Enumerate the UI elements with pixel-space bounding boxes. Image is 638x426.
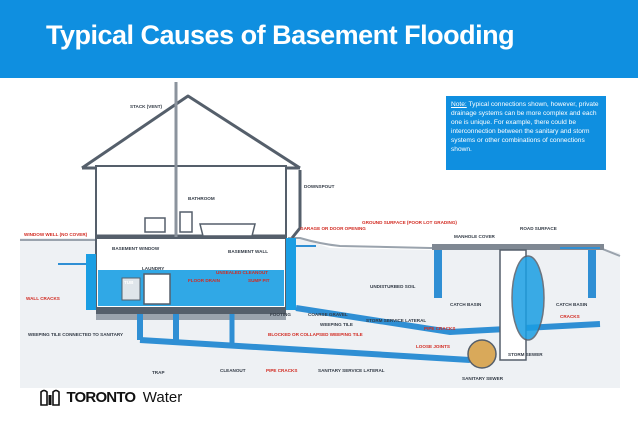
logo-brand: TORONTO — [66, 388, 136, 406]
road-surface — [432, 244, 604, 250]
storm-sewer — [511, 255, 545, 341]
label-window-well: WINDOW WELL (NO COVER) — [24, 232, 88, 237]
label-wall-cracks: WALL CRACKS — [26, 296, 60, 301]
coarse-gravel — [96, 314, 286, 320]
label-catch-basin-2: CATCH BASIN — [556, 302, 588, 307]
label-stack-vent: STACK (VENT) — [130, 104, 163, 109]
label-storm-sewer: STORM SEWER — [508, 352, 543, 357]
label-sump-pit: SUMP PIT — [248, 278, 270, 283]
label-cleanout: CLEANOUT — [220, 368, 246, 373]
title-banner: Typical Causes of Basement Flooding — [0, 0, 638, 78]
wall-water-right — [286, 238, 296, 310]
label-weeping-tile: WEEPING TILE — [320, 322, 353, 327]
logo-product: Water — [142, 388, 183, 406]
label-weeping-tile-connected: WEEPING TILE CONNECTED TO SANITARY — [28, 332, 123, 337]
label-undisturbed-soil: UNDISTURBED SOIL — [370, 284, 416, 289]
bathroom-tub — [199, 223, 256, 237]
label-catch-basin-1: CATCH BASIN — [450, 302, 482, 307]
label-garage-door-opening: GARAGE OR DOOR OPENING — [300, 226, 366, 231]
basement-slab — [96, 308, 286, 314]
label-trap: TRAP — [152, 370, 165, 375]
city-hall-icon — [40, 389, 60, 406]
label-coarse-gravel: COARSE GRAVEL — [308, 312, 348, 317]
page-title: Typical Causes of Basement Flooding — [46, 20, 515, 50]
downspout — [290, 170, 302, 239]
note-text: Typical connections shown, however, priv… — [451, 101, 599, 153]
label-basement-wall: BASEMENT WALL — [228, 249, 268, 254]
label-sanitary-service-lateral: SANITARY SERVICE LATERAL — [318, 368, 385, 373]
sanitary-sewer — [467, 339, 497, 369]
label-loose-joints: LOOSE JOINTS — [416, 344, 450, 349]
toronto-water-logo: TORONTO Water — [40, 388, 182, 412]
label-footing: FOOTING — [270, 312, 291, 317]
label-blocked-weeping-tile: BLOCKED OR COLLAPSED WEEPING TILE — [268, 332, 363, 337]
label-laundry: LAUNDRY — [142, 266, 164, 271]
note-box: Note: Typical connections shown, however… — [446, 96, 606, 170]
label-sanitary-sewer: SANITARY SEWER — [462, 376, 504, 381]
catch-basin-right — [588, 250, 596, 298]
label-pipe-cracks-2: PIPE CRACKS — [266, 368, 297, 373]
house-drain-trap — [137, 314, 179, 340]
wall-water-left — [86, 254, 96, 310]
bathroom-sink — [144, 217, 166, 233]
label-unsealed-cleanout: UNSEALED CLEANOUT — [216, 270, 268, 275]
catch-basin-left — [434, 250, 442, 298]
label-ground-surface: GROUND SURFACE (POOR LOT GRADING) — [362, 220, 457, 225]
sanitary-service-lateral — [139, 337, 471, 363]
note-label: Note: — [451, 101, 467, 108]
bathroom-toilet — [179, 211, 193, 233]
label-laundry-tub: TUB — [124, 280, 134, 285]
laundry-tub — [121, 277, 141, 301]
label-basement-window: BASEMENT WINDOW — [112, 246, 160, 251]
label-storm-service-lateral: STORM SERVICE LATERAL — [366, 318, 426, 323]
label-pipe-cracks-1: PIPE CRACKS — [424, 326, 455, 331]
label-bathroom: BATHROOM — [188, 196, 215, 201]
label-floor-drain-1: FLOOR DRAIN — [188, 278, 221, 283]
label-road-surface: ROAD SURFACE — [520, 226, 557, 231]
storm-service-lateral — [295, 305, 601, 336]
house-roof — [81, 94, 301, 170]
label-cracks: CRACKS — [560, 314, 580, 319]
basement-flooding-diagram: STACK (VENT) DOWNSPOUT BATHROOM GARAGE O… — [20, 82, 621, 388]
label-downspout: DOWNSPOUT — [304, 184, 335, 189]
ground-surface-line — [20, 237, 621, 257]
laundry-machine — [143, 273, 171, 305]
label-manhole-cover: MANHOLE COVER — [454, 234, 496, 239]
